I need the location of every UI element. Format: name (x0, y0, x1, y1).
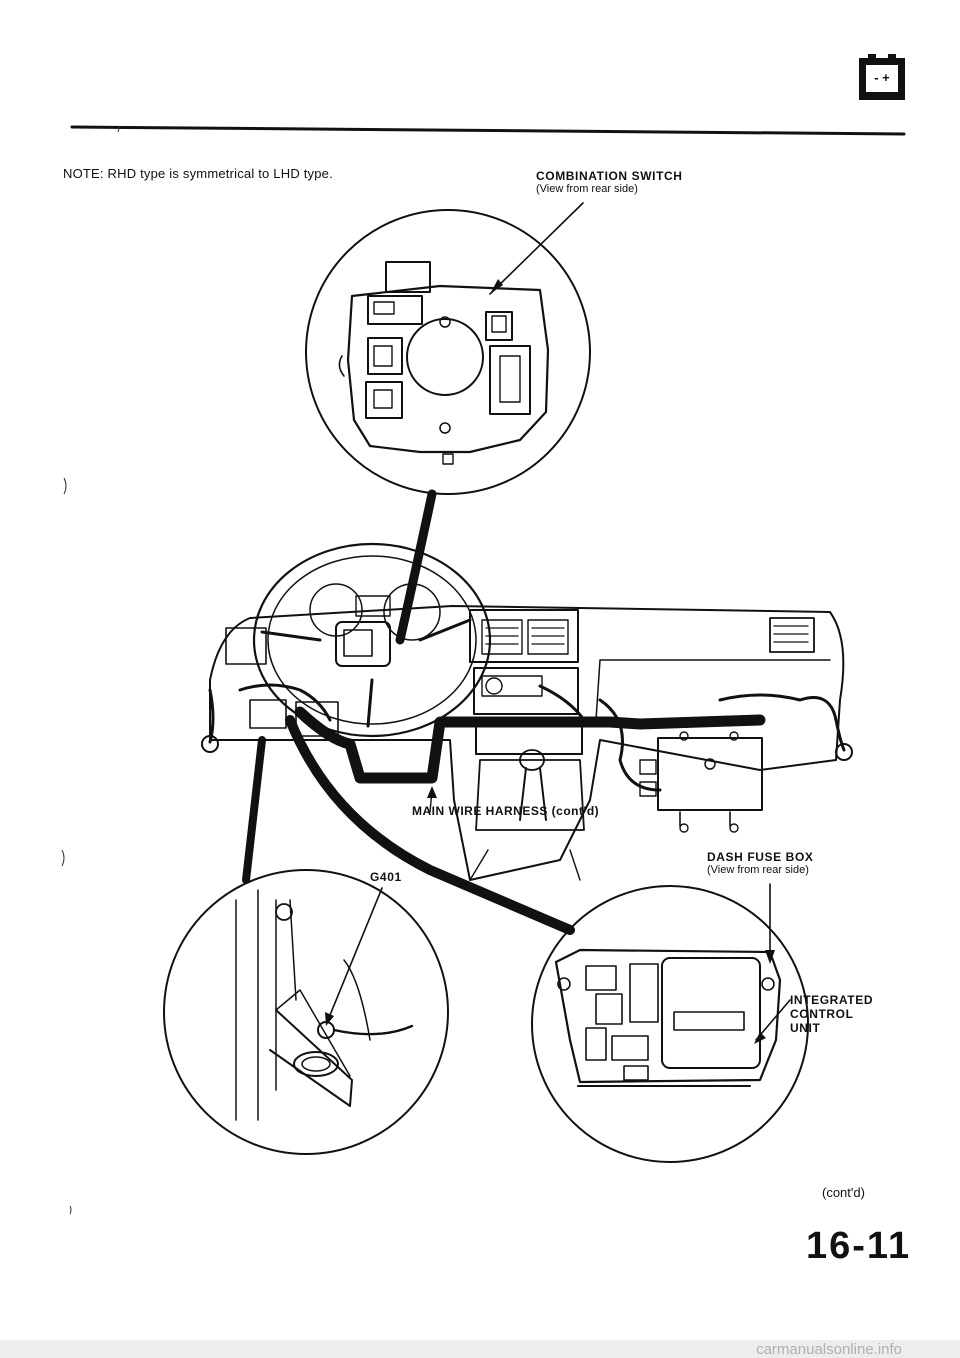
dash-fuse-box-label: DASH FUSE BOX (View from rear side) (707, 851, 813, 877)
footer-watermark[interactable]: carmanualsonline.info (756, 1341, 902, 1358)
combination-switch-view: (View from rear side) (536, 183, 638, 195)
combination-switch-title: COMBINATION SWITCH (536, 169, 683, 183)
fuse-box-leader (285, 715, 575, 935)
continued-label: (cont'd) (822, 1185, 865, 1200)
icu-line-1: INTEGRATED (790, 993, 874, 1007)
main-wire-harness-label: MAIN WIRE HARNESS (cont'd) (412, 804, 600, 818)
integrated-control-unit-label: INTEGRATED CONTROL UNIT (790, 993, 873, 1035)
note-text: NOTE: RHD type is symmetrical to LHD typ… (63, 166, 333, 181)
page-number: 16-11 (806, 1225, 912, 1267)
combo-leader (395, 489, 437, 645)
g401-detail (163, 869, 449, 1155)
margin-marks (61, 125, 121, 1215)
dash-fuse-box-detail (531, 883, 809, 1163)
header-rule (70, 125, 906, 136)
icu-line-3: UNIT (790, 1021, 821, 1035)
dash-fuse-box-view: (View from rear side) (707, 864, 809, 876)
combination-switch-label: COMBINATION SWITCH (View from rear side) (536, 170, 683, 196)
icu-line-2: CONTROL (790, 1007, 854, 1021)
dash-fuse-box-title: DASH FUSE BOX (707, 850, 814, 864)
footer-bar: carmanualsonline.info (0, 1340, 960, 1358)
battery-icon: - + (858, 52, 906, 102)
g401-leader (242, 736, 266, 884)
battery-icon-symbols: - + (874, 70, 890, 85)
g401-label: G401 (370, 870, 402, 884)
main-wire-harness (294, 706, 766, 784)
combination-switch-detail (305, 202, 591, 495)
